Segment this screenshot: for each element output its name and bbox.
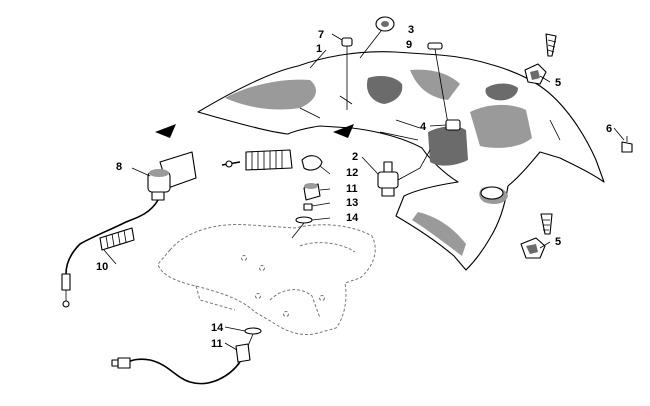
callout-4: 4 [420,121,427,133]
callout-1: 1 [316,43,322,55]
callout-11-upper: 11 [346,183,358,195]
callout-13: 13 [346,197,358,209]
lamp-part-lower [235,343,251,363]
callout-14-upper: 14 [346,212,359,224]
callout-14-lower: 14 [211,322,224,334]
direction-arrows [155,124,354,138]
callout-7: 7 [318,29,324,41]
callout-5-lower: 5 [555,236,561,248]
screw-part [341,37,353,110]
callout-5-upper: 5 [555,77,561,89]
callout-8: 8 [116,161,122,173]
callout-6: 6 [606,123,612,135]
callout-10: 10 [96,261,108,273]
lamp-part-upper [303,183,321,201]
callout-labels: 1 2 3 4 5 5 6 7 8 9 10 11 11 12 13 14 14 [96,24,612,350]
callout-11-lower: 11 [211,338,223,350]
key-switch-part [61,151,197,308]
callout-9: 9 [406,39,412,51]
grommet-part [359,16,395,59]
callout-12: 12 [346,167,358,179]
lower-right-fastener [520,213,553,259]
coil-cord-part [99,227,135,251]
base-frame-ghost [157,223,376,336]
washer-part-lower [244,327,262,335]
arrow-triangle-right [333,124,354,138]
callout-2: 2 [352,151,358,163]
arrow-triangle-left [155,124,176,138]
main-panel-part [197,51,605,271]
leader-lines [103,33,625,351]
spring-part [221,149,323,171]
socket-part [445,119,461,131]
switch-part [377,149,431,197]
lower-harness-part [111,327,262,385]
nut-part [303,203,313,211]
plug-part [427,42,449,125]
push-rivet-part [621,136,633,153]
callout-3: 3 [408,24,414,36]
